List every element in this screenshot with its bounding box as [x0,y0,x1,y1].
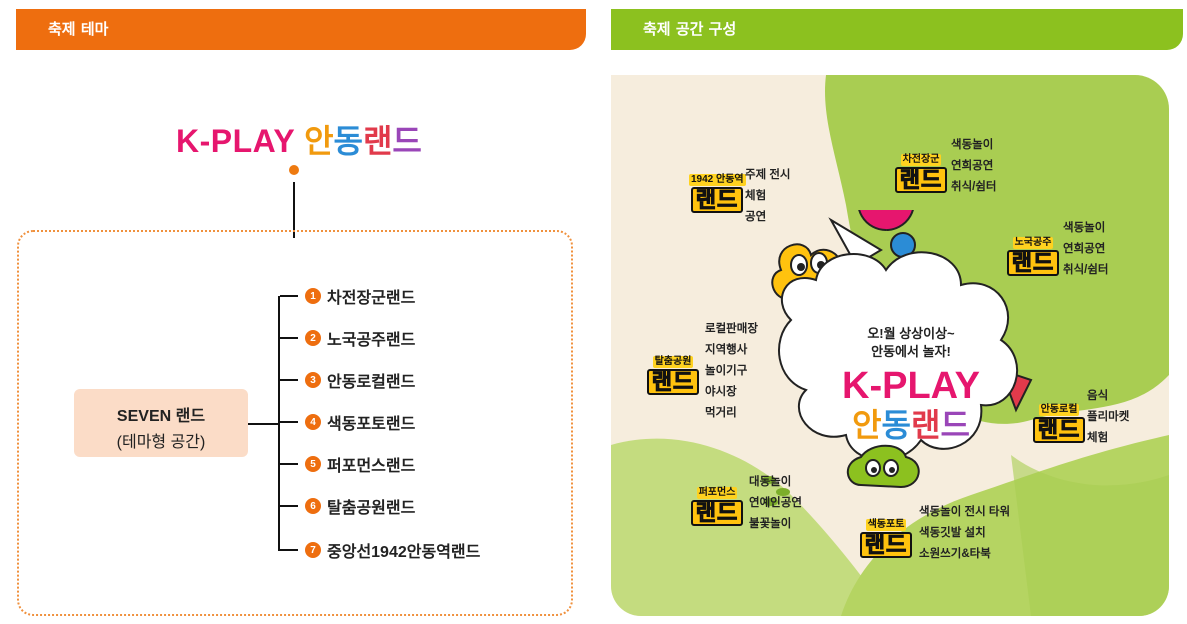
zone-list-andong-local: 음식 플리마켓 체험 [1087,390,1130,444]
connector-dot [289,165,299,175]
zone-badge-top: 색동포토 [865,519,907,531]
zone-list-nogukgongju: 색동놀이 연희공연 취식/쉼터 [1063,222,1109,276]
item-number-badge: 3 [305,372,321,388]
logo-char-2: 동 [333,123,363,159]
item-number-badge: 6 [305,498,321,514]
zone-badge-andong-station: 1942 안동역 랜드 [689,170,746,213]
seven-connector [248,423,278,425]
central-cloud-illustration: 오!월 상상이상~ 안동에서 놀자! K-PLAY 안동랜드 [762,210,1033,506]
zone-badge-big: 랜드 [894,167,948,193]
zone-badge-saekdong-photo: 색동포토 랜드 [857,515,915,558]
space-header: 축제 공간 구성 [611,9,1183,50]
zone-badge-top: 탈춤공원 [652,356,694,368]
zone-badge-top: 퍼포먼스 [696,487,738,499]
logo-char-3: 랜 [362,123,393,159]
zone-badge-big: 랜드 [859,532,913,558]
zone-list-performance: 대동놀이 연예인공연 불꽃놀이 [749,476,802,530]
zone-badge-top: 1942 안동역 [689,174,746,186]
zone-badge-nogukgongju: 노국공주 랜드 [1005,233,1061,276]
item-label: 차전장군랜드 [327,290,416,307]
connector-line [293,182,295,238]
logo-prefix: K-PLAY [176,123,296,159]
item-number-badge: 2 [305,330,321,346]
seven-land-box: SEVEN 랜드 (테마형 공간) [74,389,248,457]
zone-badge-big: 랜드 [646,369,700,395]
theme-item-1: 1 차전장군랜드 [280,285,415,307]
space-header-title: 축제 공간 구성 [643,20,737,38]
item-number-badge: 5 [305,456,321,472]
logo-char-1: 안 [304,123,334,159]
logo-char-4: 드 [392,123,422,159]
item-label: 중앙선1942안동역랜드 [327,544,481,561]
item-label: 안동로컬랜드 [327,374,416,391]
theme-item-5: 5 퍼포먼스랜드 [280,453,415,475]
cloud-char-4: 드 [940,407,969,443]
theme-item-4: 4 색동포토랜드 [280,411,415,433]
cloud-title-kplay: K-PLAY [842,365,980,407]
item-label: 색동포토랜드 [327,416,416,433]
kplay-logo: K-PLAY 안동랜드 [176,116,436,159]
theme-item-6: 6 탈춤공원랜드 [280,495,415,517]
theme-header-title: 축제 테마 [48,20,109,38]
zone-list-andong-station: 주제 전시 체험 공연 [745,169,791,223]
item-number-badge: 7 [305,542,321,558]
theme-header: 축제 테마 [16,9,586,50]
zone-badge-big: 랜드 [690,500,744,526]
tree-trunk [278,296,280,551]
cloud-title-andongland: 안동랜드 [852,407,970,443]
item-label: 노국공주랜드 [327,332,416,349]
zone-badge-big: 랜드 [690,187,744,213]
item-number-badge: 4 [305,414,321,430]
zone-badge-big: 랜드 [1006,250,1060,276]
zone-list-talchum: 로컬판매장 지역행사 놀이기구 야시장 먹거리 [705,323,758,419]
cloud-char-2: 동 [882,407,911,443]
zone-badge-chajeon: 차전장군 랜드 [893,150,949,193]
cloud-char-3: 랜 [911,407,940,443]
item-label: 탈춤공원랜드 [327,500,416,517]
cloud-tagline-2: 안동에서 놀자! [871,344,951,359]
festival-map: 오!월 상상이상~ 안동에서 놀자! K-PLAY 안동랜드 1942 안동역 … [611,75,1169,616]
zone-badge-andong-local: 안동로컬 랜드 [1031,400,1087,443]
zone-badge-top: 노국공주 [1012,237,1054,249]
item-label: 퍼포먼스랜드 [327,458,416,475]
seven-land-title: SEVEN 랜드 [116,408,206,425]
seven-land-subtitle: (테마형 공간) [116,434,206,451]
zone-list-saekdong-photo: 색동놀이 전시 타워 색동깃발 설치 소원쓰기&타북 [919,506,1011,560]
zone-list-chajeon: 색동놀이 연희공연 취식/쉼터 [951,139,997,193]
zone-badge-big: 랜드 [1032,417,1086,443]
theme-dashed-box [17,230,573,616]
theme-item-2: 2 노국공주랜드 [280,327,415,349]
theme-item-7: 7 중앙선1942안동역랜드 [280,539,480,561]
zone-badge-talchum: 탈춤공원 랜드 [645,352,701,395]
cloud-char-1: 안 [852,407,881,443]
cloud-tagline-1: 오!월 상상이상~ [867,326,955,341]
item-number-badge: 1 [305,288,321,304]
zone-badge-performance: 퍼포먼스 랜드 [689,483,745,526]
zone-badge-top: 안동로컬 [1038,404,1080,416]
theme-item-3: 3 안동로컬랜드 [280,369,415,391]
zone-badge-top: 차전장군 [900,154,942,166]
